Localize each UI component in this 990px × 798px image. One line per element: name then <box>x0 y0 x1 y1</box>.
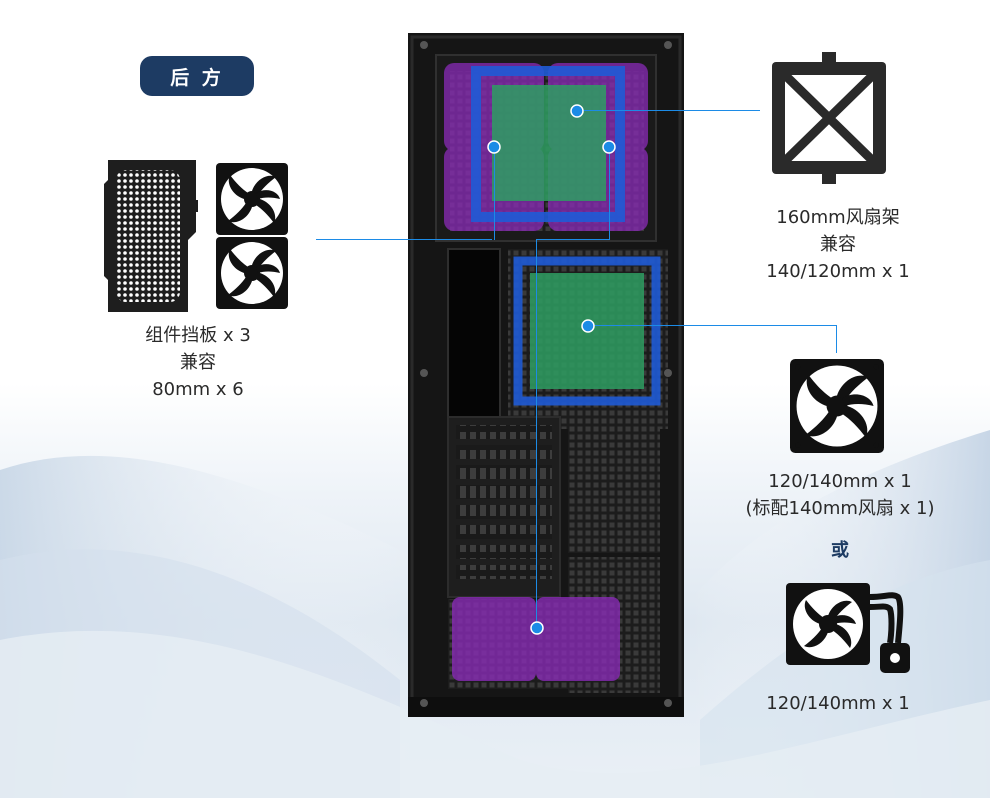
fan-icon <box>790 359 884 453</box>
fan-bracket-icon <box>772 52 886 184</box>
or-text: 或 <box>831 540 849 561</box>
bracket-plate-icon <box>104 160 198 312</box>
left-callout-text: 组件挡板 x 3 兼容 80mm x 6 <box>120 322 276 403</box>
bottom-right-callout-line-1: 120/140mm x 1 <box>766 693 910 714</box>
middle-right-connector-h <box>588 325 836 326</box>
left-connector-line-h2 <box>536 239 610 240</box>
left-callout-line-2: 兼容 <box>180 352 216 373</box>
left-callout-line-1: 组件挡板 x 3 <box>145 325 251 346</box>
bottom-right-callout-text: 120/140mm x 1 <box>748 690 928 717</box>
top-right-callout-line-1: 160mm风扇架 <box>776 207 900 228</box>
middle-right-callout-text: 120/140mm x 1 (标配140mm风扇 x 1) <box>728 468 952 522</box>
top-right-connector-line <box>576 110 760 111</box>
dual-fan-icon <box>216 163 288 309</box>
section-badge: 后 方 <box>140 56 254 96</box>
left-connector-line <box>316 239 492 240</box>
left-callout-line-3: 80mm x 6 <box>152 379 244 400</box>
top-right-callout-line-3: 140/120mm x 1 <box>766 261 910 282</box>
middle-right-callout-line-2: (标配140mm风扇 x 1) <box>745 498 935 519</box>
pc-case-rear <box>408 33 684 717</box>
left-connector-line-v1 <box>494 146 495 240</box>
left-connector-line-v2 <box>609 146 610 240</box>
bottom-connector-line <box>536 239 537 628</box>
aio-cooler-icon <box>786 583 910 673</box>
top-right-callout-text: 160mm风扇架 兼容 140/120mm x 1 <box>748 204 928 285</box>
top-right-callout-line-2: 兼容 <box>820 234 856 255</box>
middle-right-connector-v <box>836 325 837 353</box>
middle-right-callout-line-1: 120/140mm x 1 <box>768 471 912 492</box>
